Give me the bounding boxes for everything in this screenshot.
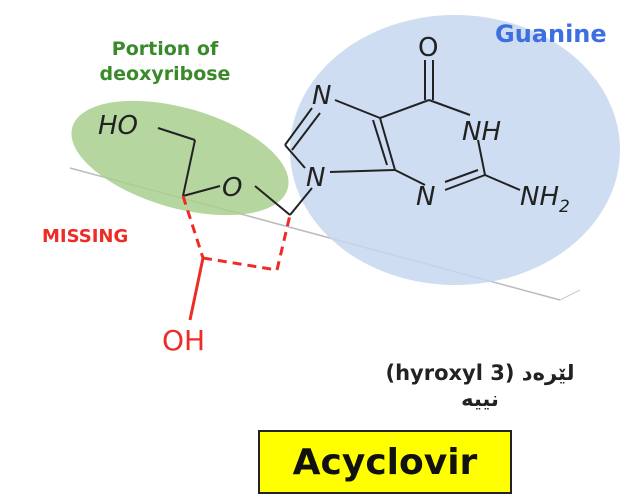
atom-n3: N: [416, 182, 435, 212]
chain-bonds: [157, 127, 313, 216]
caption-line-1: لێرەد (3 hyroxyl): [385, 361, 575, 385]
atom-n9: N: [306, 163, 325, 193]
deoxyribose-highlight: [71, 100, 289, 216]
annotation-caption: لێرەد (3 hyroxyl) نییە: [330, 360, 630, 412]
guanine-bonds: [284, 60, 521, 191]
drug-name: Acyclovir: [292, 441, 478, 483]
atom-nh1: NH: [462, 117, 501, 147]
guanine-label: Guanine: [495, 20, 607, 48]
guanine-highlight: [290, 15, 620, 285]
atom-ho: HO: [98, 111, 138, 141]
missing-label: MISSING: [42, 226, 128, 247]
drug-name-box: Acyclovir: [258, 430, 512, 494]
missing-oh-bond: [188, 257, 205, 321]
hydroxyl-label: OH: [162, 324, 205, 357]
atom-nh2: NH2: [520, 182, 570, 217]
deoxyribose-label-line1: Portion of: [112, 38, 219, 60]
paper-edge-right: [559, 289, 581, 301]
deoxyribose-label-line2: deoxyribose: [100, 63, 231, 85]
atom-o-ether: O: [222, 173, 242, 203]
atom-o-carbonyl: O: [418, 33, 438, 63]
caption-line-2: نییە: [461, 387, 499, 411]
missing-bonds: [181, 195, 292, 272]
atom-n7: N: [312, 81, 331, 111]
